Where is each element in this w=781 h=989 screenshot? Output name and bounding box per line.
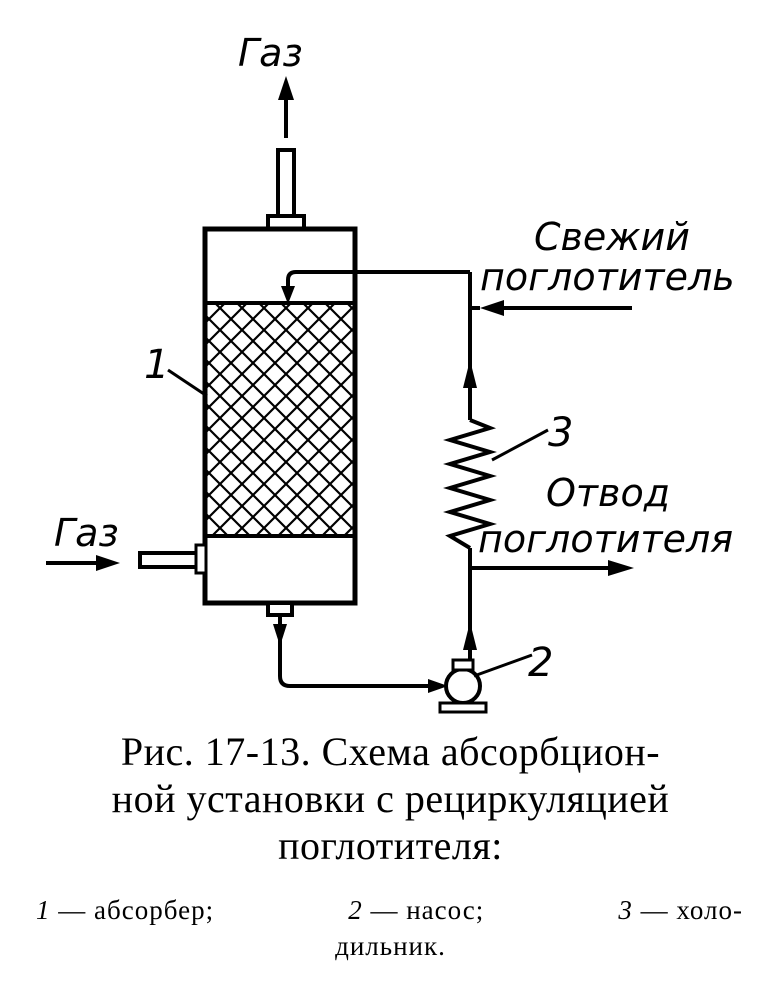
cooler-number: 3 <box>548 410 573 456</box>
caption-line-1: Рис. 17-13. Схема абсорбцион- <box>120 729 661 774</box>
legend-number-2: 2 <box>348 895 363 925</box>
caption-line-2: ной установки с рециркуляцией <box>111 776 670 821</box>
fresh-absorbent-arrow <box>472 300 632 316</box>
absorber-number: 1 <box>144 342 169 388</box>
fresh-absorbent-label-1: Свежий <box>534 215 690 259</box>
legend-text-3: — холо- <box>632 895 743 925</box>
legend-text-1: — абсорбер; <box>50 895 215 925</box>
leader-3 <box>491 428 549 462</box>
gas-inlet-arrow <box>46 555 120 571</box>
pump-number: 2 <box>528 640 553 686</box>
caption-line-3: поглотителя: <box>278 823 503 868</box>
legend-item-cooler: 3 — холо- <box>618 892 743 928</box>
leader-2 <box>473 653 533 678</box>
gas-outlet-arrow <box>278 76 294 138</box>
figure-legend: 1 — абсорбер; 2 — насос; 3 — холо- дильн… <box>0 892 781 964</box>
fresh-absorbent-label-2: поглотитель <box>480 255 735 299</box>
legend-item-absorber: 1 — абсорбер; <box>36 892 214 928</box>
legend-continuation: дильник. <box>335 931 446 961</box>
legend-item-pump: 2 — насос; <box>348 892 484 928</box>
gas-inlet-pipe <box>138 543 208 575</box>
gas-outlet-pipe <box>266 148 306 231</box>
outlet-arrow <box>470 560 634 576</box>
legend-row: 1 — абсорбер; 2 — насос; 3 — холо- <box>0 892 781 928</box>
legend-number-3: 3 <box>618 895 633 925</box>
bottom-nozzle <box>266 601 294 617</box>
legend-number-1: 1 <box>36 895 51 925</box>
gas-outlet-label: Газ <box>238 31 303 75</box>
gas-inlet-label: Газ <box>54 511 119 555</box>
recirculation-line <box>281 270 477 660</box>
absorber-column <box>202 226 358 606</box>
figure-caption: Рис. 17-13. Схема абсорбцион- ной устано… <box>0 728 781 869</box>
outlet-label-2: поглотителя <box>478 517 733 561</box>
leader-1 <box>167 368 208 398</box>
cooler-coil <box>443 418 497 550</box>
legend-text-2: — насос; <box>362 895 485 925</box>
pump <box>438 658 488 714</box>
drain-line <box>273 615 448 693</box>
outlet-label-1: Отвод <box>546 471 670 515</box>
